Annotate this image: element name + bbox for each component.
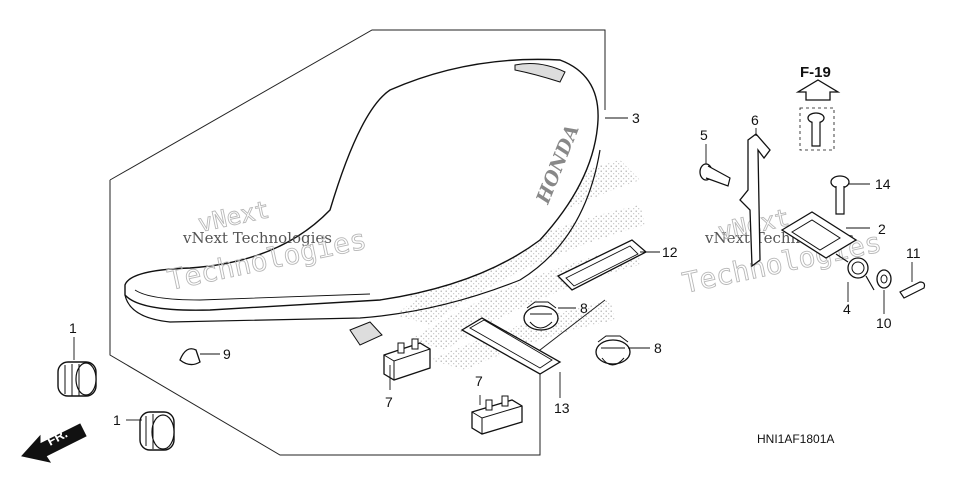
callout-8b: 8 <box>654 340 662 356</box>
svg-text:vNext Technologies: vNext Technologies <box>182 229 332 247</box>
callout-1a: 1 <box>69 320 77 336</box>
callout-8a: 8 <box>580 300 588 316</box>
latch-part-6[interactable] <box>739 133 771 268</box>
callout-7b: 7 <box>475 373 483 389</box>
callout-7a: 7 <box>385 394 393 410</box>
strap-part-13[interactable] <box>460 317 562 375</box>
cotter-pin-part-11[interactable] <box>899 281 926 299</box>
callout-6: 6 <box>751 112 759 128</box>
reference-box <box>799 107 835 151</box>
diagram-code: HNI1AF1801A <box>757 432 834 446</box>
callout-2: 2 <box>878 221 886 237</box>
cushion-part-1a[interactable] <box>57 361 97 397</box>
front-direction-arrow: FR. <box>21 423 87 463</box>
callout-5: 5 <box>700 127 708 143</box>
assembly-boundary <box>109 29 606 456</box>
spring-part-4[interactable] <box>835 253 875 291</box>
callout-9: 9 <box>223 346 231 362</box>
callout-12: 12 <box>662 244 678 260</box>
cushion-part-1b[interactable] <box>139 411 175 451</box>
bracket-part-2[interactable] <box>780 211 858 259</box>
nut-part-8b[interactable] <box>595 335 631 366</box>
pin-part-5[interactable] <box>699 163 731 187</box>
leader-lines <box>73 117 913 421</box>
nut-part-8a[interactable] <box>523 301 559 331</box>
callout-1b: 1 <box>113 412 121 428</box>
callout-11: 11 <box>906 245 921 261</box>
washer-hole <box>880 274 888 284</box>
callout-14: 14 <box>875 176 891 192</box>
callout-13: 13 <box>554 400 570 416</box>
callout-numbers: 1 1 2 3 4 5 6 7 7 8 8 9 10 11 12 13 14 <box>69 110 921 428</box>
reference-label: F-19 <box>800 64 831 81</box>
rubber-block-part-7b[interactable] <box>471 395 523 435</box>
bolt-part-14[interactable] <box>830 175 850 215</box>
grommet-part-9[interactable] <box>179 348 201 366</box>
reference-arrow <box>795 79 841 101</box>
callout-3: 3 <box>632 110 640 126</box>
callout-10: 10 <box>876 315 892 331</box>
seat[interactable]: HONDA <box>124 58 601 346</box>
rubber-block-part-7a[interactable] <box>383 338 431 381</box>
callout-4: 4 <box>843 301 851 317</box>
bolt-upper[interactable] <box>807 112 825 147</box>
